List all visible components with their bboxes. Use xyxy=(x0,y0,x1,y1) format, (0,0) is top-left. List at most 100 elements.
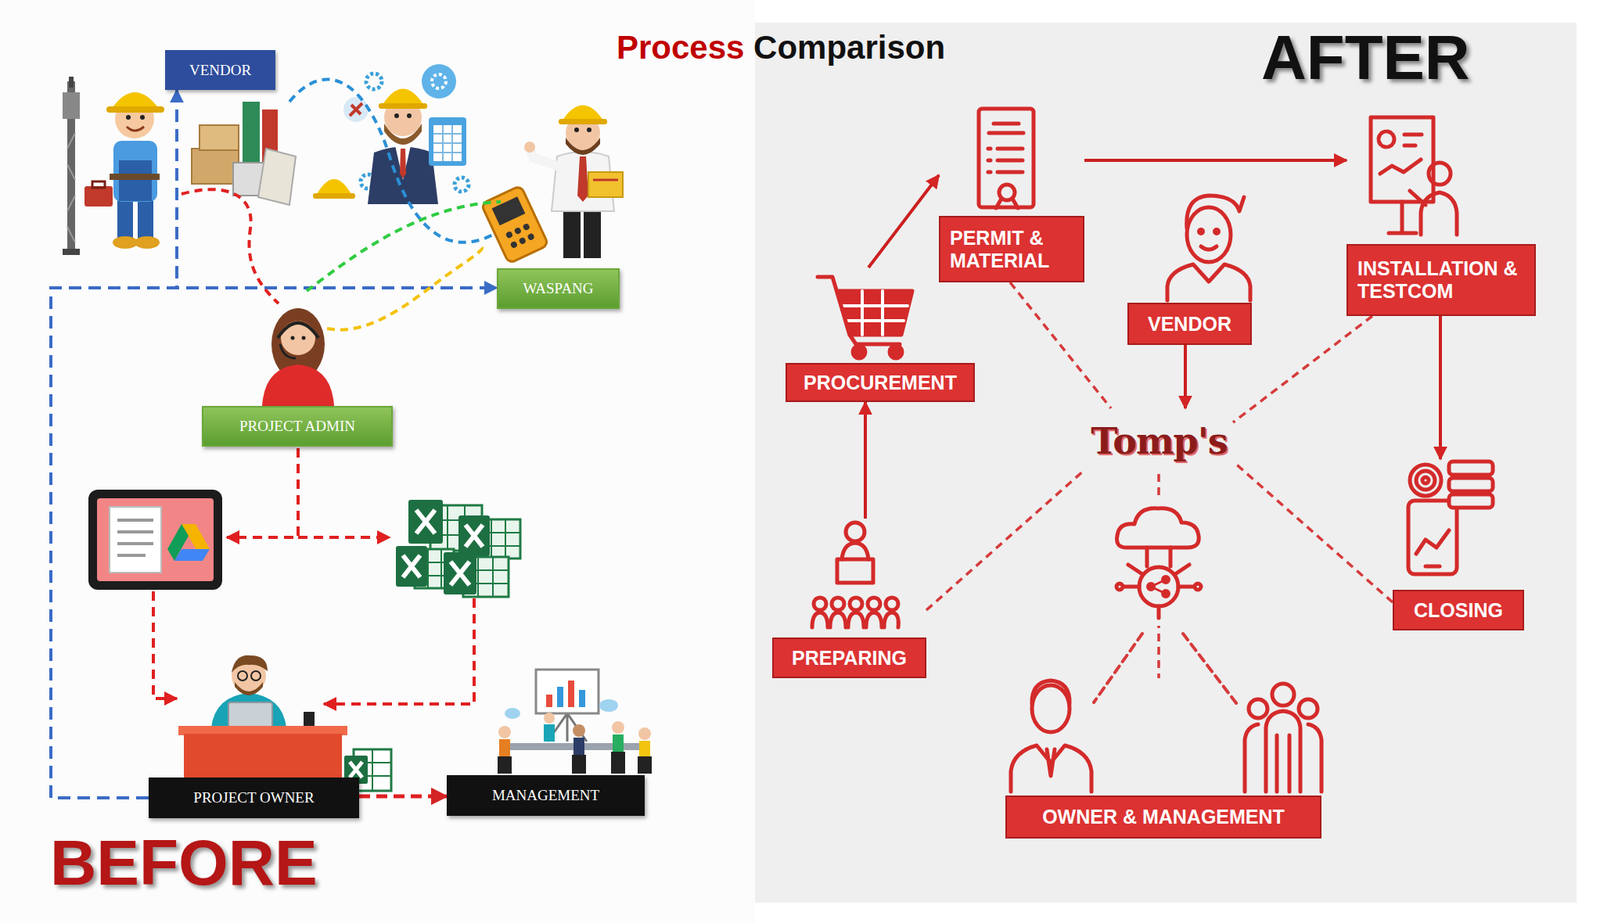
engineer-figure-part xyxy=(406,113,412,119)
owner-figure-part xyxy=(183,733,342,778)
node-label: OWNER & MANAGEMENT xyxy=(1042,805,1285,829)
node-label: VENDOR xyxy=(1147,312,1232,336)
admin-figure-part xyxy=(262,364,335,407)
engineer-figure-part xyxy=(421,64,457,99)
node-group: PROCUREMENT xyxy=(785,267,975,403)
meeting-figure-part xyxy=(499,739,511,757)
page-title: Process Comparison xyxy=(585,31,977,65)
meeting-figure-part xyxy=(568,680,575,708)
owner-figure-part xyxy=(349,762,363,778)
worker-figure-part xyxy=(92,181,105,188)
engineer-figure-part xyxy=(394,113,400,119)
node-label: CLOSING xyxy=(1413,599,1503,623)
vendor-icon-part xyxy=(1215,230,1219,234)
spreadsheet-icons xyxy=(395,499,521,597)
materials-figure-part xyxy=(242,101,260,173)
owner-figure-part xyxy=(228,702,273,728)
supervisor-figure-part xyxy=(577,156,589,202)
owner-icon-part xyxy=(1031,680,1070,705)
cloud-link xyxy=(1093,633,1240,708)
connector xyxy=(1233,316,1373,423)
installation-icon-part xyxy=(1428,162,1451,185)
section-heading: AFTER xyxy=(1261,26,1471,90)
right-icons xyxy=(812,108,1493,792)
permit-icon-part xyxy=(995,198,1018,209)
admin-figure-part xyxy=(277,323,319,338)
communication-curves-part xyxy=(289,79,493,242)
materials-figure-part xyxy=(312,193,356,199)
connector xyxy=(50,287,497,799)
node-label: PROJECT ADMIN xyxy=(239,417,356,436)
connector xyxy=(1233,461,1393,603)
connector xyxy=(868,175,939,268)
drive-tablet xyxy=(88,489,223,590)
meeting-figure-part xyxy=(498,726,511,739)
cloud-icon-part xyxy=(1117,508,1200,548)
meeting-figure-part xyxy=(637,756,652,774)
meter-figure-part xyxy=(526,232,536,241)
node-group: OWNER & MANAGEMENT xyxy=(1005,678,1322,839)
cart-icon-part xyxy=(817,276,900,345)
meeting-figure-part xyxy=(557,686,564,708)
actor-box: VENDOR xyxy=(165,50,276,90)
team-icon xyxy=(1244,683,1322,792)
process-step: PERMIT & MATERIAL xyxy=(938,215,1085,283)
node-group: MANAGEMENT xyxy=(446,775,645,817)
cloud-icon-part xyxy=(1150,579,1166,594)
team-icon-part xyxy=(1248,699,1268,719)
process-step: PROCUREMENT xyxy=(785,363,975,403)
node-group: PREPARING xyxy=(772,518,927,679)
cart-icon-part xyxy=(889,345,903,359)
worker-figure xyxy=(84,92,165,249)
spreadsheet-icons-part xyxy=(408,499,443,544)
materials-figure-part xyxy=(199,125,239,151)
preparing-icon-part xyxy=(885,597,899,611)
admin-figure-part xyxy=(291,336,295,341)
closing-icon xyxy=(1408,461,1493,575)
team-icon-part xyxy=(1298,699,1318,719)
worker-figure-part xyxy=(106,106,165,113)
drive-tablet-part xyxy=(97,498,214,582)
meter-figure-part xyxy=(481,185,549,264)
spreadsheet-icons-part xyxy=(458,515,490,557)
tower-figure-part xyxy=(62,92,80,119)
admin-figure-part xyxy=(280,320,316,356)
spreadsheet-icons-part xyxy=(416,510,436,534)
supervisor-figure-part xyxy=(561,105,605,123)
vendor-icon-part xyxy=(1186,195,1245,229)
meeting-figure-part xyxy=(546,694,553,708)
data-flow-arrows-part xyxy=(298,535,390,540)
engineer-figure-part xyxy=(431,74,446,89)
engineer-figure-part xyxy=(384,123,422,145)
right-panel xyxy=(755,22,1577,903)
admin-figure-part xyxy=(302,336,306,341)
spreadsheet-icons-part xyxy=(402,555,421,578)
supervisor-figure-part xyxy=(574,127,579,133)
worker-figure-part xyxy=(109,173,160,180)
owner-icon xyxy=(1010,680,1092,792)
team-icon-part xyxy=(1265,711,1301,792)
meeting-figure-part xyxy=(504,708,521,720)
vendor-icon-part xyxy=(1200,246,1217,250)
closing-icon-part xyxy=(1416,530,1449,554)
meter-figure-part xyxy=(521,222,531,232)
installation-icon-part xyxy=(1370,117,1434,202)
permit-icon-part xyxy=(978,108,1034,208)
owner-figure-part xyxy=(234,682,263,696)
meeting-figure-part xyxy=(571,755,587,774)
section-heading: BEFORE xyxy=(50,830,318,896)
drive-tablet-part xyxy=(88,489,223,590)
engineer-figure-part xyxy=(454,177,469,192)
engineer-figure-part xyxy=(395,145,411,180)
preparing-icon-part xyxy=(837,559,874,583)
node-group: VENDOR xyxy=(1127,191,1252,346)
left-panel xyxy=(0,0,756,923)
owner-icon-part xyxy=(1010,745,1092,792)
engineer-figure-part xyxy=(433,125,462,162)
materials-figure-part xyxy=(316,179,353,196)
communication-curves-part xyxy=(181,189,279,304)
connector xyxy=(1084,158,1347,162)
meeting-figure-part xyxy=(612,734,624,752)
data-flow-arrows-part xyxy=(323,598,475,705)
process-step: CLOSING xyxy=(1392,589,1525,631)
